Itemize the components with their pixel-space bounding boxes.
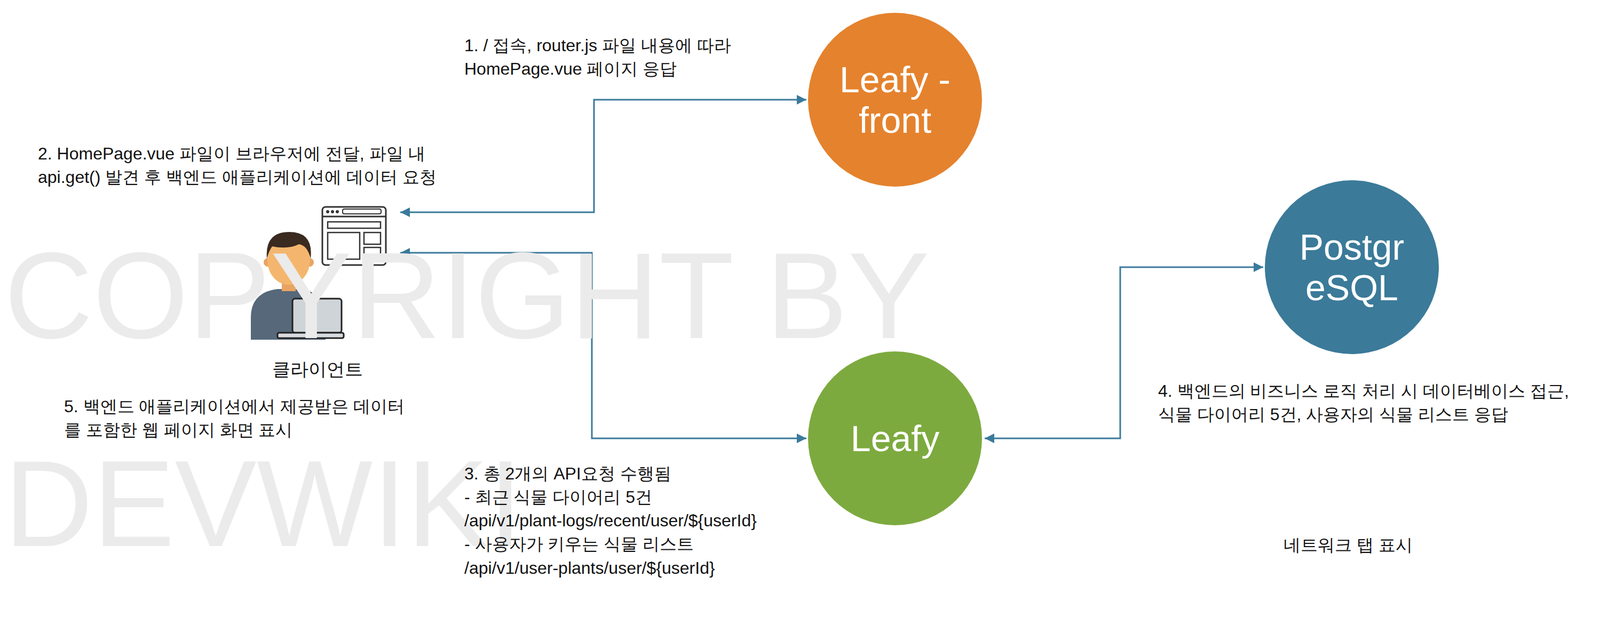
client-node: 클라이언트: [237, 202, 398, 384]
watermark: DEVWIKI: [4, 442, 523, 566]
service-circle: Postgr eSQL: [1264, 180, 1439, 355]
api-note: /api/v1/plant-logs/recent/user/${userId}: [464, 509, 785, 533]
node-title: Leafy: [850, 418, 940, 459]
browser-block: [327, 222, 381, 229]
connector-arrow: [400, 99, 807, 213]
step-note: 4. 백엔드의 비즈니스 로직 처리 시 데이터베이스 접근, 식물 다이어리 …: [1158, 379, 1570, 427]
note-group: 3. 총 2개의 API요청 수행됨- 최근 식물 다이어리 5건/api/v1…: [464, 462, 785, 581]
node-title: Leafy -front: [830, 59, 960, 141]
browser-dot: [330, 210, 335, 214]
browser-dot: [326, 210, 330, 214]
step-note: 네트워크 탭 표시: [1283, 533, 1497, 558]
api-note: - 사용자가 키우는 식물 리스트: [464, 532, 785, 557]
service-circle: Leafy -front: [808, 12, 982, 187]
node-title: Postgr eSQL: [1287, 226, 1416, 308]
api-note: - 최근 식물 다이어리 5건: [464, 485, 785, 510]
step-note: 1. / 접속, router.js 파일 내용에 따라 HomePage.vu…: [464, 33, 790, 81]
circle-fill: [808, 351, 982, 526]
watermark: COPYRIGHT BY: [4, 234, 930, 358]
step-note: 2. HomePage.vue 파일이 브라우저에 전달, 파일 내 api.g…: [37, 141, 449, 189]
api-note: 3. 총 2개의 API요청 수행됨: [464, 462, 785, 486]
circle-fill: [808, 12, 982, 187]
api-note: /api/v1/user-plants/user/${userId}: [464, 556, 785, 581]
circle-fill: [1264, 180, 1439, 355]
address-bar: [342, 209, 382, 215]
browser-bar: [322, 216, 386, 218]
node-label: 클라이언트: [237, 357, 398, 382]
step-note: 5. 백엔드 애플리케이션에서 제공받은 데이터를 포함한 웹 페이지 화면 표…: [64, 394, 406, 442]
service-circle: Leafy: [808, 351, 982, 526]
browser-dot: [335, 210, 339, 214]
